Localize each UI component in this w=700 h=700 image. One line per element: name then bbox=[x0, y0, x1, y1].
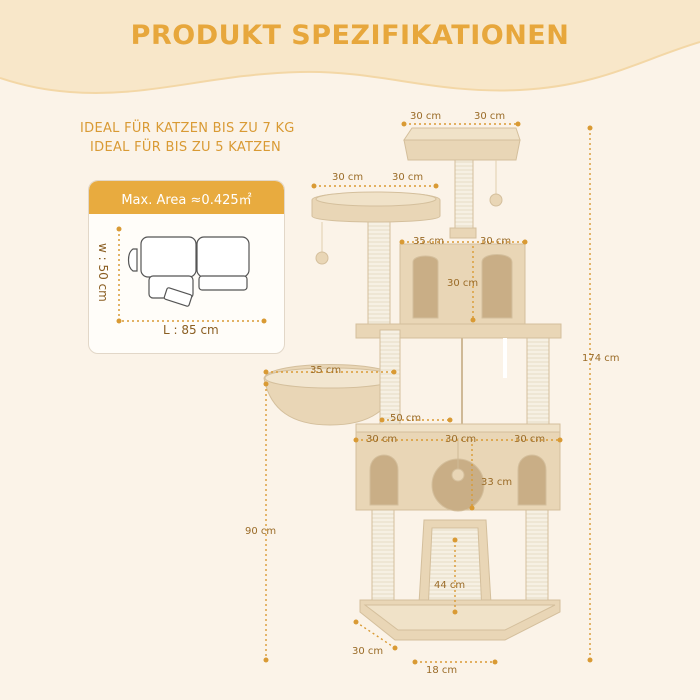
dim-ramp: 44 cm bbox=[434, 580, 466, 591]
length-label: L : 85 cm bbox=[163, 323, 219, 337]
dim-lower-mid: 30 cm bbox=[445, 434, 477, 445]
dim-base-side: 30 cm bbox=[352, 646, 384, 657]
page-title: PRODUKT SPEZIFIKATIONEN bbox=[130, 20, 570, 51]
dim-top-right: 30 cm bbox=[474, 111, 506, 122]
dim-condo-left: 35 cm bbox=[413, 236, 445, 247]
dim-basket: 35 cm bbox=[310, 365, 342, 376]
max-area-header: Max. Area ≈0.425㎡ bbox=[89, 181, 284, 214]
dim-top-left: 30 cm bbox=[410, 111, 442, 122]
ideal-weight-text: IDEAL FÜR KATZEN BIS ZU 7 KG bbox=[80, 121, 295, 136]
max-area-card: Max. Area ≈0.425㎡ L : 85 cm w : 50 cm bbox=[88, 180, 285, 354]
max-area-heading: Max. Area ≈0.425㎡ bbox=[121, 193, 252, 208]
ideal-cats-text: IDEAL FÜR BIS ZU 5 KATZEN bbox=[90, 140, 282, 155]
dim-mid-gap: 50 cm bbox=[390, 413, 422, 424]
dim-lower-left: 30 cm bbox=[366, 434, 398, 445]
dim-base-front: 18 cm bbox=[426, 665, 458, 676]
dim-lower-right: 30 cm bbox=[514, 434, 546, 445]
dim-total-height: 174 cm bbox=[582, 353, 620, 364]
dim-second-left: 30 cm bbox=[332, 172, 364, 183]
dim-condo-right: 30 cm bbox=[480, 236, 512, 247]
dim-second-right: 30 cm bbox=[392, 172, 424, 183]
dim-lower-height: 33 cm bbox=[481, 477, 513, 488]
dim-condo-height: 30 cm bbox=[447, 278, 479, 289]
top-view-icon bbox=[116, 226, 267, 324]
dim-lower-total-height: 90 cm bbox=[245, 526, 277, 537]
